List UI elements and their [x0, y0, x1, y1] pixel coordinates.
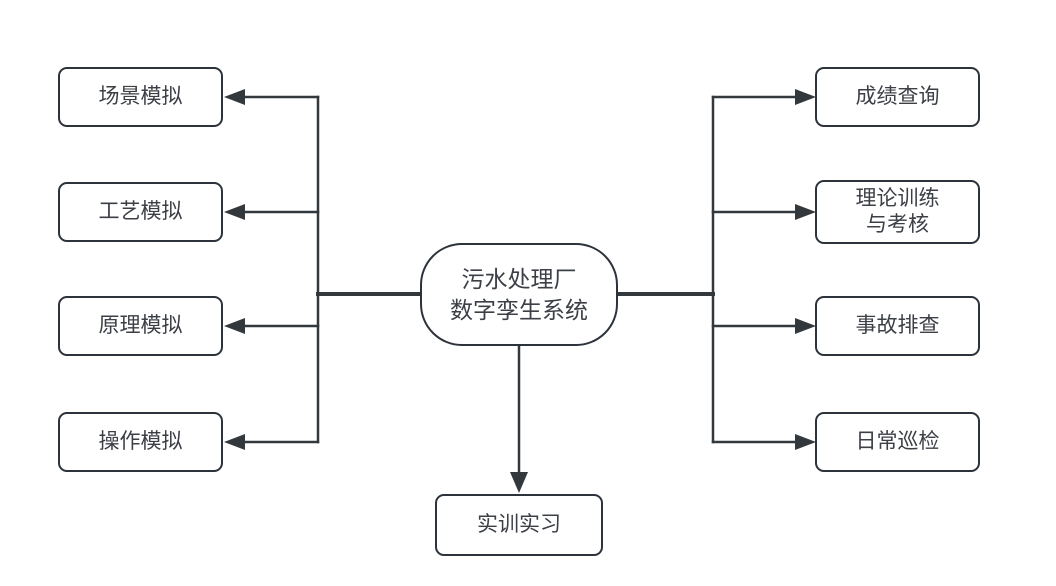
node-score-query: 成绩查询 [815, 67, 980, 127]
arrowhead-right-4 [795, 434, 816, 450]
node-operation-simulation: 操作模拟 [58, 412, 223, 472]
node-daily-inspection: 日常巡检 [815, 412, 980, 472]
arrowhead-down [510, 472, 528, 493]
arrowhead-left-1 [224, 89, 245, 105]
node-theory-training-assessment: 理论训练 与考核 [815, 180, 980, 244]
arrowhead-right-2 [795, 204, 816, 220]
node-practical-training: 实训实习 [435, 494, 603, 556]
arrowhead-right-1 [795, 89, 816, 105]
arrowhead-left-2 [224, 204, 245, 220]
node-accident-troubleshooting: 事故排查 [815, 296, 980, 356]
node-principle-simulation: 原理模拟 [58, 296, 223, 356]
node-process-simulation: 工艺模拟 [58, 182, 223, 242]
node-digital-twin-system: 污水处理厂 数字孪生系统 [420, 243, 618, 346]
arrowhead-left-4 [224, 434, 245, 450]
node-scene-simulation: 场景模拟 [58, 67, 223, 127]
arrowhead-right-3 [795, 318, 816, 334]
arrowhead-left-3 [224, 318, 245, 334]
